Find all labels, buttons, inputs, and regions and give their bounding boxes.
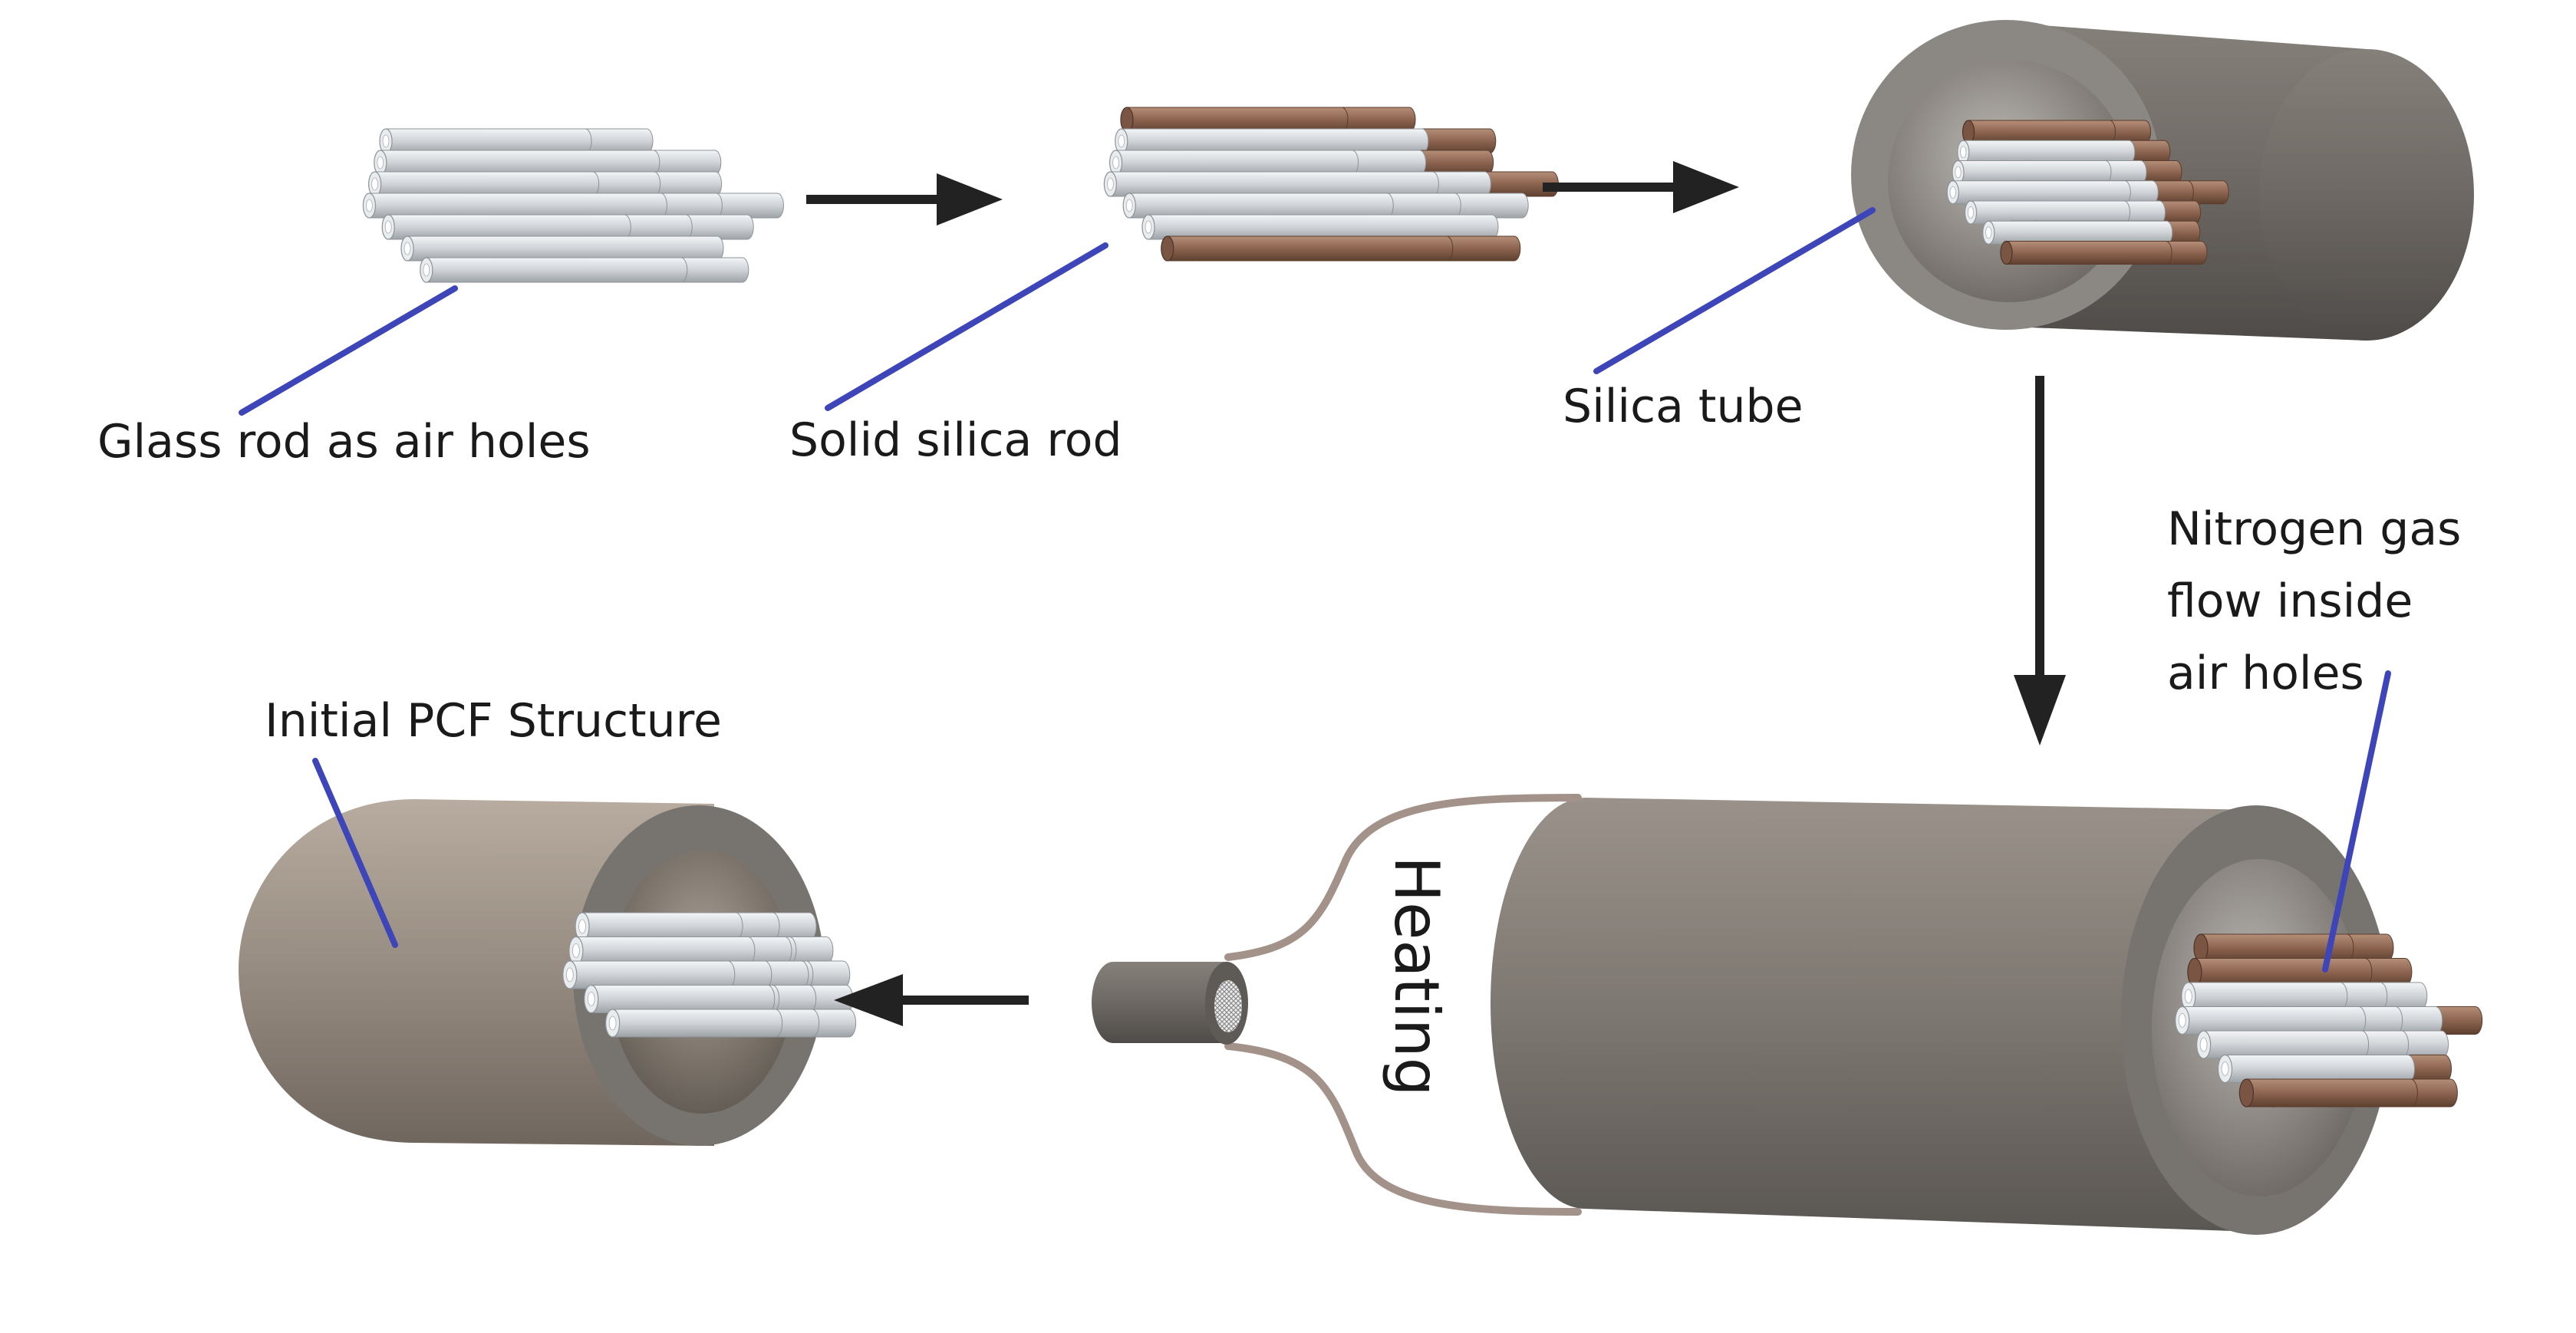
preform-rod-stack <box>2175 933 2483 1108</box>
tube-rod-stack <box>1946 120 2229 265</box>
glass-capillary-rod <box>1122 193 1394 219</box>
leader-glass-rod <box>239 285 458 416</box>
glass-capillary-rod <box>604 1009 783 1038</box>
glass-capillary-rod <box>1957 140 2136 164</box>
leader-solid-rod <box>825 242 1108 411</box>
glass-capillary-rod <box>368 171 600 197</box>
solid-silica-rod <box>2238 1078 2418 1108</box>
label-glass-rod: Glass rod as air holes <box>97 415 591 469</box>
glass-capillary-rod <box>362 193 667 219</box>
glass-capillary-rod <box>575 912 743 941</box>
glass-capillary-rod <box>562 960 736 989</box>
label-nitrogen-line1: Nitrogen gas <box>2167 502 2461 556</box>
fiber-neck-bore <box>1214 980 1242 1032</box>
silica-tube-with-stack <box>1851 20 2474 341</box>
arrow-step5-to-step6 <box>834 974 1029 1026</box>
glass-capillary-rod <box>2175 1006 2367 1035</box>
glass-capillary-rod <box>1952 160 2112 185</box>
solid-silica-rod <box>1962 120 2116 144</box>
glass-capillary-rod <box>1115 128 1429 154</box>
leader-lines <box>239 207 2391 973</box>
glass-capillary-rod <box>379 128 592 154</box>
glass-capillary-rod <box>1108 150 1359 176</box>
label-solid-rod: Solid silica rod <box>789 413 1122 467</box>
glass-capillary-rod <box>2217 1054 2415 1084</box>
glass-capillary-rod <box>568 936 756 966</box>
glass-capillary-rod <box>400 235 724 262</box>
arrow-step2-to-step3 <box>1543 161 1739 213</box>
label-heating: Heating <box>1381 856 1452 1096</box>
solid-silica-rod <box>2000 240 2172 265</box>
glass-capillary-rod <box>1982 220 2173 245</box>
label-silica-tube: Silica tube <box>1563 380 1803 433</box>
glass-capillary-rod <box>420 257 688 283</box>
pcf-rod-stack <box>562 912 857 1038</box>
glass-capillary-rod <box>2181 982 2348 1011</box>
glass-capillary-rod <box>381 214 631 240</box>
solid-silica-rod <box>1120 107 1349 133</box>
label-nitrogen-line2: flow inside <box>2167 574 2413 628</box>
heating-upper-outline <box>1224 794 1582 961</box>
silica-tube-far-end <box>2259 49 2474 341</box>
glass-capillary-rod <box>2196 1030 2370 1059</box>
labels: Glass rod as air holes Solid silica rod … <box>97 380 2461 1096</box>
process-arrows <box>806 161 2066 1026</box>
solid-silica-rod <box>1161 235 1454 262</box>
heating-neck-down <box>1092 794 1582 1216</box>
leader-nitrogen <box>2322 670 2391 973</box>
glass-capillary-rod <box>1141 214 1499 240</box>
label-initial-pcf: Initial PCF Structure <box>265 694 722 748</box>
solid-silica-rod <box>2187 957 2373 987</box>
glass-capillary-rod <box>584 984 776 1014</box>
preform-tube <box>1491 798 2483 1235</box>
arrow-step1-to-step2 <box>806 173 1003 225</box>
glass-capillary-rod <box>1964 200 2130 225</box>
leader-initial-pcf <box>312 758 398 948</box>
leader-silica-tube <box>1593 207 1876 374</box>
label-nitrogen-line3: air holes <box>2167 647 2364 700</box>
fiber-neck-body <box>1092 962 1228 1043</box>
glass-capillary-rod <box>374 150 660 176</box>
glass-capillary-rod <box>1946 180 2131 205</box>
arrow-step3-to-step4 <box>2014 376 2066 745</box>
preform-tube-body <box>1491 798 2256 1232</box>
glass-capillary-rod <box>1103 171 1439 197</box>
heating-lower-outline <box>1224 1042 1582 1216</box>
glass-rod-bundle <box>362 128 784 283</box>
mixed-rod-bundle <box>1103 107 1559 262</box>
initial-pcf-tube <box>239 799 857 1146</box>
